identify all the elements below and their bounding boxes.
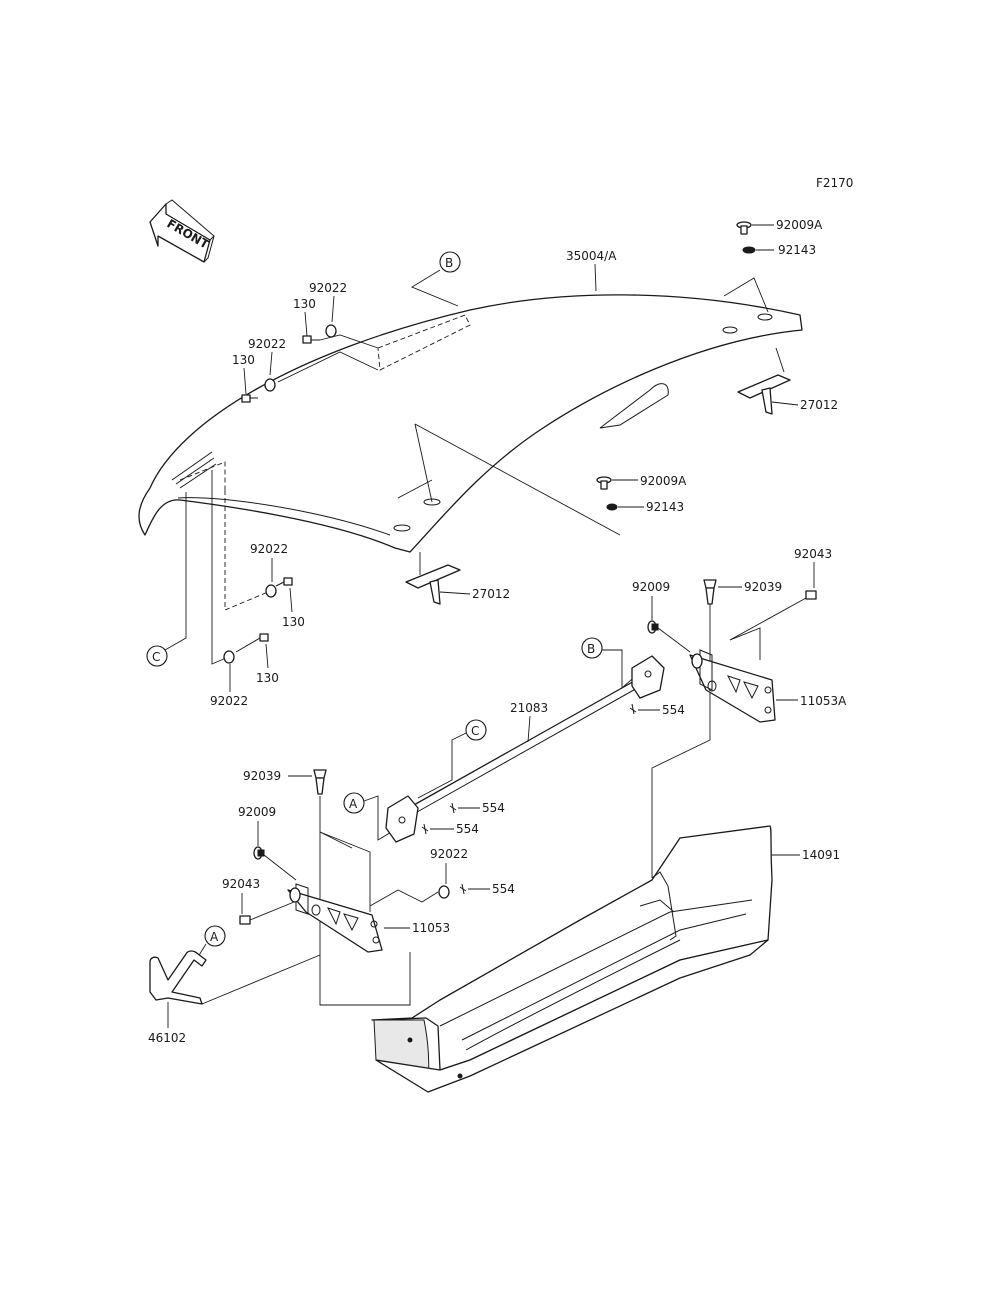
washer-92022-a [325,324,337,338]
svg-text:A: A [210,930,219,944]
label-130-a: 130 [293,297,316,311]
ref-c-mid: C [465,719,487,741]
bolt-130-a [302,335,320,344]
label-130-d: 130 [256,671,279,685]
screw-92043-right [805,590,817,600]
bolt-92009-left [253,846,265,860]
washer-92022-e [438,885,450,899]
label-27012-right: 27012 [800,398,838,412]
washer-92143-top [742,246,756,254]
label-92009-left: 92009 [238,805,276,819]
label-11053: 11053 [412,921,450,935]
label-92039-left: 92039 [243,769,281,783]
label-92043-right: 92043 [794,547,832,561]
label-92022-e: 92022 [430,847,468,861]
ref-a-mid: A [343,792,365,814]
washer-92022-b [264,378,276,392]
label-554-b: 554 [482,801,505,815]
washer-92022-c [265,584,277,598]
label-92009a-mid: 92009A [640,474,687,488]
pin-554-c [421,823,429,835]
ref-b-mid: B [581,637,603,659]
svg-text:C: C [471,724,479,738]
label-21083: 21083 [510,701,548,715]
label-35004a: 35004/A [566,249,617,263]
bolt-130-d [235,633,269,653]
label-92022-c: 92022 [250,542,288,556]
bolt-130-c [275,577,293,587]
bolt-92009-right [647,620,659,634]
label-14091: 14091 [802,848,840,862]
bracket-27012-lower [405,564,461,605]
ref-c-left: C [146,645,168,667]
svg-text:A: A [349,797,358,811]
label-92022-b: 92022 [248,337,286,351]
clip-92039-left [313,769,327,795]
front-arrow-icon: FRONT [149,199,215,263]
label-554-d: 554 [492,882,515,896]
svg-text:B: B [445,256,453,270]
roof-cover [138,294,803,553]
clip-92039-right [703,579,717,605]
pin-554-b [449,802,457,814]
bolt-130-b [241,394,258,403]
pin-554-d [459,883,467,895]
bolt-92009a-top [736,221,752,235]
rod-21083 [385,655,665,843]
washer-92022-d [223,650,235,664]
label-92143-top: 92143 [778,243,816,257]
label-92143-mid: 92143 [646,500,684,514]
bracket-11053a [689,649,776,723]
svg-text:B: B [587,642,595,656]
label-130-c: 130 [282,615,305,629]
label-130-b: 130 [232,353,255,367]
washer-92143-mid [606,503,618,511]
label-554-a: 554 [662,703,685,717]
label-92022-a: 92022 [309,281,347,295]
figure-code: F2170 [816,176,853,190]
label-11053a: 11053A [800,694,847,708]
label-92039-right: 92039 [744,580,782,594]
handle-46102 [149,950,207,1005]
screw-92043-left [239,915,251,925]
tray-14091 [371,825,773,1093]
pin-554-a [629,703,637,715]
bracket-11053 [287,883,383,953]
bolt-92009a-mid [596,476,612,490]
ref-b-top: B [439,251,461,273]
svg-text:C: C [152,650,160,664]
label-92022-d: 92022 [210,694,248,708]
label-554-c: 554 [456,822,479,836]
label-92009-right: 92009 [632,580,670,594]
label-92043-left: 92043 [222,877,260,891]
label-27012-lower: 27012 [472,587,510,601]
bracket-27012-right [737,374,791,415]
label-46102: 46102 [148,1031,186,1045]
label-92009a-top: 92009A [776,218,823,232]
ref-a-bottom: A [204,925,226,947]
